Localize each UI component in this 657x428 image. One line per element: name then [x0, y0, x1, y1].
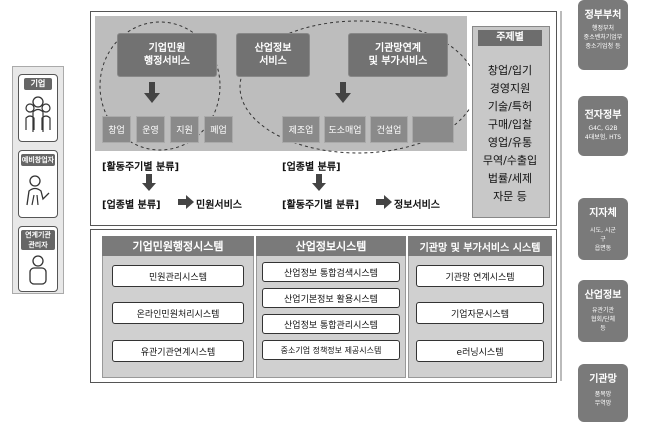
- flow-left-activity: [활동주기별 분류]: [102, 162, 180, 173]
- stage-startup: 창업: [102, 116, 131, 143]
- user-company-label: 기업: [24, 78, 52, 90]
- flow-right-industry: [업종별 분류]: [282, 162, 341, 173]
- arrow-down-icon: [312, 174, 326, 191]
- system-item: 산업정보 통합검색시스템: [262, 262, 400, 282]
- system-item: 유관기관연계시스템: [112, 340, 244, 362]
- system-title-inter-agency: 기관망 및 부가서비스 시스템: [408, 236, 552, 256]
- partner-e-government: 전자정부 G4C, G2B 4대보험, HTS: [578, 96, 628, 156]
- flow-left-industry: [업종별 분류]: [102, 200, 161, 211]
- system-item: 민원관리시스템: [112, 265, 244, 287]
- topic-item: 창업/입기: [487, 64, 533, 77]
- flow-right-activity: [활동주기별 분류]: [282, 200, 360, 211]
- stage-operation: 운영: [136, 116, 165, 143]
- arrow-right-icon: [376, 195, 392, 209]
- topic-item: 구매/입찰: [487, 118, 533, 131]
- user-prospective-founder-label: 예비창업자: [21, 154, 55, 166]
- system-item: 기업자문시스템: [416, 302, 544, 324]
- partner-sub: 유관기관 협회/단체 등: [590, 307, 616, 332]
- partner-industry-info: 산업정보 유관기관 협회/단체 등: [578, 280, 628, 342]
- partner-agency-network: 기관망 품목망 무역망: [578, 364, 628, 422]
- system-item: 중소기업 정책정보 제공시스템: [262, 340, 400, 360]
- stage-closure: 폐업: [204, 116, 233, 143]
- partner-sub: 행정부처 중소벤처기업부 중소기업청 등: [583, 25, 623, 50]
- biz-civil-service-box: 기업민원 행정서비스: [117, 33, 217, 77]
- industry-wholesale-retail: 도소매업: [324, 116, 366, 143]
- service-grouping-ellipses: [99, 20, 470, 154]
- topic-item: 경영지원: [489, 82, 531, 95]
- partner-title: 지자체: [589, 208, 617, 219]
- arrow-down-icon: [144, 82, 160, 103]
- partner-sub: G4C, G2B 4대보험, HTS: [584, 125, 622, 141]
- partner-gov-ministries: 정부부처 행정부처 중소벤처기업부 중소기업청 등: [578, 0, 628, 70]
- topic-item: 기술/특허: [487, 100, 533, 113]
- topics-box: [472, 26, 550, 218]
- system-item: 산업정보 통합관리시스템: [262, 314, 400, 334]
- partner-title: 기관망: [589, 374, 617, 385]
- arrow-down-icon: [142, 174, 156, 191]
- system-item: 기관망 연계시스템: [416, 265, 544, 287]
- system-item: 온라인민원처리시스템: [112, 302, 244, 324]
- partner-title: 전자정부: [584, 110, 622, 121]
- arrow-right-icon: [178, 195, 194, 209]
- industry-info-service-box: 산업정보 서비스: [236, 33, 310, 77]
- system-item: 산업기본정보 활용시스템: [262, 288, 400, 308]
- topic-item: 법률/세제: [487, 172, 533, 185]
- partner-title: 정부부처: [584, 10, 622, 21]
- user-agency-admin-label: 연계기관 관리자: [21, 230, 55, 250]
- topic-item: 영업/유통: [487, 136, 533, 149]
- person-idea-icon: [26, 175, 50, 206]
- company-people-icon: [25, 96, 51, 132]
- topics-title: 주제별: [478, 30, 542, 46]
- system-title-biz-civil: 기업민원행정시스템: [102, 236, 254, 256]
- user-agency-admin: 연계기관 관리자: [18, 226, 58, 292]
- inter-agency-service-box: 기관망연계 및 부가서비스: [348, 33, 448, 77]
- partner-sub: 시도, 시군 구 읍면동: [590, 227, 616, 252]
- vertical-connector: [560, 11, 562, 381]
- topic-item: 자문 등: [493, 190, 527, 203]
- industry-construction: 건설업: [370, 116, 408, 143]
- flow-right-result: 정보서비스: [394, 200, 440, 211]
- partner-sub: 품목망 무역망: [594, 391, 612, 407]
- user-prospective-founder: 예비창업자: [18, 150, 58, 218]
- flow-left-result: 민원서비스: [196, 200, 242, 211]
- stage-support: 지원: [170, 116, 199, 143]
- user-company: 기업: [18, 74, 58, 142]
- industry-manufacturing: 제조업: [282, 116, 320, 143]
- topic-item: 무역/수출입: [482, 154, 538, 167]
- arrow-down-icon: [335, 82, 351, 103]
- partner-title: 산업정보: [584, 290, 622, 301]
- industry-other: [412, 116, 454, 143]
- admin-person-icon: [29, 255, 47, 285]
- system-item: e러닝시스템: [416, 340, 544, 362]
- system-title-industry-info: 산업정보시스템: [256, 236, 406, 256]
- partner-local-gov: 지자체 시도, 시군 구 읍면동: [578, 198, 628, 260]
